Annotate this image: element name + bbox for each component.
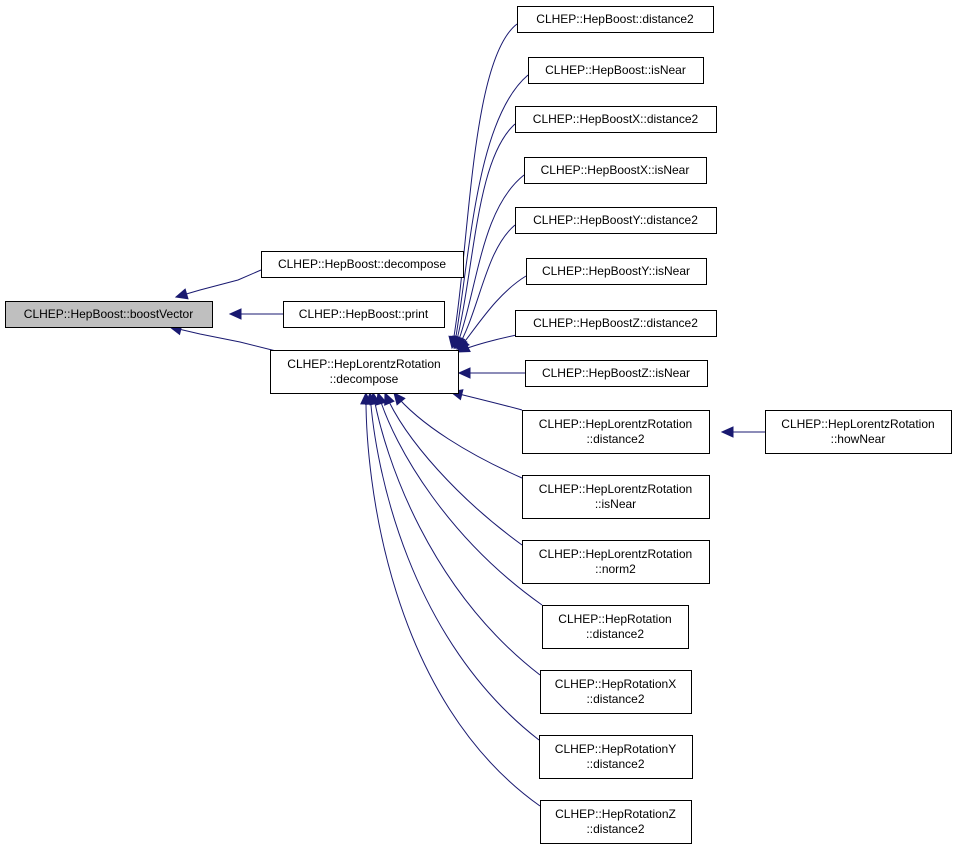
node-hbz-distance2[interactable]: CLHEP::HepBoostZ::distance2 xyxy=(515,310,717,337)
node-hrx-distance2[interactable]: CLHEP::HepRotationX::distance2 xyxy=(540,670,692,714)
node-label: ::isNear xyxy=(595,497,636,511)
nodes: CLHEP::HepBoost::boostVectorCLHEP::HepBo… xyxy=(5,6,952,844)
node-box xyxy=(270,350,459,394)
edge-hbx_isNear-to-hlr_decompose xyxy=(455,174,525,349)
arrowhead-hb_print-to-boostVector xyxy=(228,308,242,320)
node-box xyxy=(522,540,710,584)
node-box xyxy=(765,410,952,454)
arrowhead-hb_decompose-to-boostVector xyxy=(174,288,189,300)
node-label: ::distance2 xyxy=(586,627,644,641)
node-label: CLHEP::HepBoostZ::distance2 xyxy=(533,316,698,330)
node-hbx-distance2[interactable]: CLHEP::HepBoostX::distance2 xyxy=(515,106,717,133)
edge-hlr_decompose-to-boostVector xyxy=(169,326,281,353)
node-label: ::decompose xyxy=(330,372,399,386)
node-label: CLHEP::HepRotationY xyxy=(555,742,676,756)
node-box xyxy=(522,475,710,519)
edge-hry_distance2-to-hlr_decompose xyxy=(369,392,540,741)
node-label: CLHEP::HepLorentzRotation xyxy=(287,357,440,371)
node-boostVector[interactable]: CLHEP::HepBoost::boostVector xyxy=(5,301,213,328)
node-hby-distance2[interactable]: CLHEP::HepBoostY::distance2 xyxy=(515,207,717,234)
node-box xyxy=(522,410,710,454)
node-label: ::norm2 xyxy=(595,562,636,576)
node-box xyxy=(515,106,717,133)
node-hr-distance2[interactable]: CLHEP::HepRotation::distance2 xyxy=(542,605,689,649)
node-hby-isNear[interactable]: CLHEP::HepBoostY::isNear xyxy=(526,258,707,285)
node-box xyxy=(5,301,213,328)
node-box xyxy=(515,207,717,234)
node-label: CLHEP::HepBoost::decompose xyxy=(278,257,446,271)
node-hry-distance2[interactable]: CLHEP::HepRotationY::distance2 xyxy=(539,735,693,779)
node-label: CLHEP::HepLorentzRotation xyxy=(539,417,692,431)
node-label: CLHEP::HepBoostY::distance2 xyxy=(533,213,698,227)
arrowhead-hbz_isNear-to-hlr_decompose xyxy=(457,367,471,379)
node-label: CLHEP::HepLorentzRotation xyxy=(539,482,692,496)
node-box xyxy=(540,800,692,844)
node-hlr-howNear[interactable]: CLHEP::HepLorentzRotation::howNear xyxy=(765,410,952,454)
node-label: ::distance2 xyxy=(586,432,644,446)
edge-hrx_distance2-to-hlr_decompose xyxy=(372,392,541,676)
node-hb-distance2[interactable]: CLHEP::HepBoost::distance2 xyxy=(517,6,714,33)
edge-hb_decompose-to-boostVector xyxy=(175,269,262,298)
node-box xyxy=(528,57,704,84)
node-box xyxy=(540,670,692,714)
node-label: CLHEP::HepRotationZ xyxy=(555,807,676,821)
node-label: CLHEP::HepRotation xyxy=(558,612,671,626)
node-box xyxy=(517,6,714,33)
node-box xyxy=(524,157,707,184)
node-label: CLHEP::HepBoost::print xyxy=(299,307,429,321)
arrowhead-hlr_howNear-to-hlr_distance2 xyxy=(720,426,734,438)
node-box xyxy=(261,251,464,278)
node-label: ::distance2 xyxy=(586,692,644,706)
node-label: CLHEP::HepRotationX xyxy=(555,677,676,691)
edges xyxy=(168,23,765,807)
edge-hrz_distance2-to-hlr_decompose xyxy=(365,392,541,807)
edge-hlr_isNear-to-hlr_decompose xyxy=(393,392,523,479)
node-label: ::distance2 xyxy=(586,822,644,836)
node-box xyxy=(515,310,717,337)
node-label: CLHEP::HepBoostY::isNear xyxy=(542,264,690,278)
node-label: CLHEP::HepBoostZ::isNear xyxy=(542,366,690,380)
edge-hb_distance2-to-hlr_decompose xyxy=(451,23,518,349)
node-hbx-isNear[interactable]: CLHEP::HepBoostX::isNear xyxy=(524,157,707,184)
edge-hbx_distance2-to-hlr_decompose xyxy=(454,123,516,349)
node-label: CLHEP::HepBoostX::isNear xyxy=(541,163,690,177)
arrowhead-hlr_norm2-to-hlr_decompose xyxy=(384,391,395,406)
node-label: ::distance2 xyxy=(586,757,644,771)
arrowhead-hbz_distance2-to-hlr_decompose xyxy=(456,341,471,353)
node-hlr-distance2[interactable]: CLHEP::HepLorentzRotation::distance2 xyxy=(522,410,710,454)
node-hb-isNear[interactable]: CLHEP::HepBoost::isNear xyxy=(528,57,704,84)
node-box xyxy=(283,301,445,328)
node-hb-print[interactable]: CLHEP::HepBoost::print xyxy=(283,301,445,328)
node-label: ::howNear xyxy=(831,432,886,446)
node-hbz-isNear[interactable]: CLHEP::HepBoostZ::isNear xyxy=(525,360,708,387)
node-hrz-distance2[interactable]: CLHEP::HepRotationZ::distance2 xyxy=(540,800,692,844)
node-hlr-norm2[interactable]: CLHEP::HepLorentzRotation::norm2 xyxy=(522,540,710,584)
node-label: CLHEP::HepBoost::distance2 xyxy=(536,12,694,26)
node-box xyxy=(525,360,708,387)
node-label: CLHEP::HepBoost::boostVector xyxy=(24,307,193,321)
arrowhead-hlr_isNear-to-hlr_decompose xyxy=(393,392,406,406)
node-hb-decompose[interactable]: CLHEP::HepBoost::decompose xyxy=(261,251,464,278)
node-label: CLHEP::HepLorentzRotation xyxy=(539,547,692,561)
edge-hr_distance2-to-hlr_decompose xyxy=(377,392,543,606)
node-hlr-isNear[interactable]: CLHEP::HepLorentzRotation::isNear xyxy=(522,475,710,519)
node-label: CLHEP::HepBoostX::distance2 xyxy=(533,112,699,126)
arrowhead-hrz_distance2-to-hlr_decompose xyxy=(360,391,372,405)
node-box xyxy=(526,258,707,285)
edge-hb_isNear-to-hlr_decompose xyxy=(453,74,529,349)
edge-hby_distance2-to-hlr_decompose xyxy=(456,224,516,350)
node-label: CLHEP::HepLorentzRotation xyxy=(781,417,934,431)
node-box xyxy=(539,735,693,779)
node-box xyxy=(542,605,689,649)
node-hlr-decompose[interactable]: CLHEP::HepLorentzRotation::decompose xyxy=(270,350,459,394)
node-label: CLHEP::HepBoost::isNear xyxy=(545,63,686,77)
edge-hlr_norm2-to-hlr_decompose xyxy=(384,392,523,546)
